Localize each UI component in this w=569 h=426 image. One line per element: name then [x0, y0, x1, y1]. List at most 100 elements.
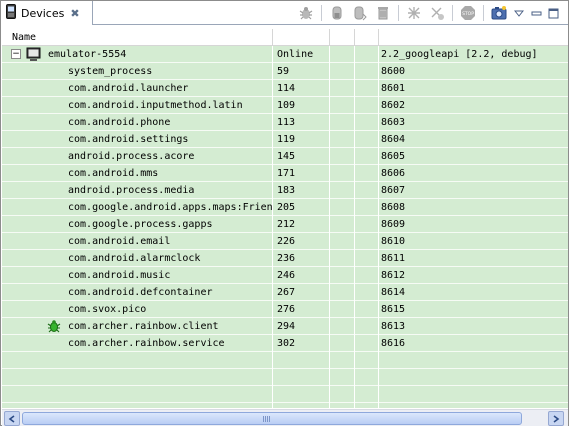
process-name-cell: com.android.phone — [2, 114, 272, 131]
process-pid: 119 — [277, 134, 296, 145]
row-column-separator — [378, 386, 379, 403]
device-row[interactable]: − emulator-5554 Online 2.2_googleapi [2.… — [2, 46, 568, 63]
row-column-separator — [354, 284, 355, 301]
row-column-separator — [378, 250, 379, 267]
update-threads-icon[interactable] — [405, 4, 423, 22]
row-column-separator — [378, 97, 379, 114]
column-header-info[interactable] — [379, 29, 568, 46]
row-column-separator — [329, 46, 330, 63]
empty-row — [2, 352, 568, 369]
process-name-cell: android.process.media — [2, 182, 272, 199]
device-info: 2.2_googleapi [2.2, debug] — [381, 49, 538, 60]
scroll-right-button[interactable] — [548, 411, 564, 426]
toolbar-separator — [398, 5, 399, 21]
process-pid: 113 — [277, 117, 296, 128]
start-method-profiling-icon[interactable] — [428, 4, 446, 22]
screen-capture-icon[interactable] — [490, 4, 508, 22]
close-icon[interactable]: ✖ — [70, 6, 80, 20]
process-debug-port: 8610 — [381, 236, 406, 247]
row-column-separator — [378, 335, 379, 352]
row-column-separator — [329, 301, 330, 318]
debug-icon[interactable] — [297, 4, 315, 22]
row-column-separator — [272, 80, 273, 97]
process-name: com.svox.pico — [68, 304, 147, 315]
row-column-separator — [354, 369, 355, 386]
column-divider[interactable] — [272, 29, 273, 46]
row-column-separator — [329, 403, 330, 408]
view-toolbar: STOP — [297, 4, 564, 22]
row-column-separator — [272, 250, 273, 267]
chevron-right-icon — [553, 414, 560, 423]
row-column-separator — [272, 216, 273, 233]
chevron-left-icon — [8, 414, 15, 423]
process-debug-port: 8613 — [381, 321, 406, 332]
update-heap-icon[interactable] — [328, 4, 346, 22]
row-column-separator — [272, 301, 273, 318]
cause-gc-icon[interactable] — [374, 4, 392, 22]
view-menu-icon[interactable] — [513, 4, 525, 22]
scrollbar-thumb[interactable] — [22, 412, 522, 425]
row-column-separator — [329, 267, 330, 284]
process-name-cell: com.archer.rainbow.client — [2, 318, 272, 335]
row-column-separator — [354, 114, 355, 131]
row-column-separator — [329, 131, 330, 148]
row-column-separator — [272, 165, 273, 182]
device-status: Online — [277, 49, 314, 60]
device-name: emulator-5554 — [48, 49, 127, 60]
row-column-separator — [272, 148, 273, 165]
horizontal-scrollbar[interactable] — [2, 409, 568, 426]
devices-tab[interactable]: Devices ✖ — [1, 1, 93, 25]
process-pid: 145 — [277, 151, 296, 162]
column-divider[interactable] — [354, 29, 355, 46]
minimize-icon[interactable] — [530, 4, 542, 22]
row-column-separator — [272, 131, 273, 148]
dump-hprof-icon[interactable] — [351, 4, 369, 22]
process-name-cell: com.svox.pico — [2, 301, 272, 318]
column-divider[interactable] — [378, 29, 379, 46]
row-column-separator — [329, 165, 330, 182]
column-header-status[interactable] — [273, 29, 329, 46]
device-tree-table[interactable]: − emulator-5554 Online 2.2_googleapi [2.… — [2, 46, 568, 408]
row-column-separator — [378, 165, 379, 182]
process-name: com.android.settings — [68, 134, 189, 145]
row-column-separator — [272, 318, 273, 335]
row-column-separator — [354, 335, 355, 352]
process-name-cell: com.android.alarmclock — [2, 250, 272, 267]
stop-process-icon[interactable]: STOP — [459, 4, 477, 22]
column-header-4[interactable] — [355, 29, 378, 46]
column-header-3[interactable] — [330, 29, 354, 46]
maximize-icon[interactable] — [547, 4, 559, 22]
empty-row — [2, 403, 568, 408]
row-column-separator — [354, 148, 355, 165]
row-column-separator — [329, 97, 330, 114]
row-column-separator — [354, 131, 355, 148]
process-debug-port: 8611 — [381, 253, 406, 264]
process-name-cell: com.android.defcontainer — [2, 284, 272, 301]
process-pid: 171 — [277, 168, 296, 179]
column-header-name[interactable]: Name — [12, 32, 37, 43]
collapse-toggle[interactable]: − — [11, 49, 21, 59]
process-pid: 183 — [277, 185, 296, 196]
column-divider[interactable] — [329, 29, 330, 46]
stop-label: STOP — [462, 11, 474, 17]
scroll-left-button[interactable] — [4, 411, 20, 426]
process-name-cell: system_process — [2, 63, 272, 80]
